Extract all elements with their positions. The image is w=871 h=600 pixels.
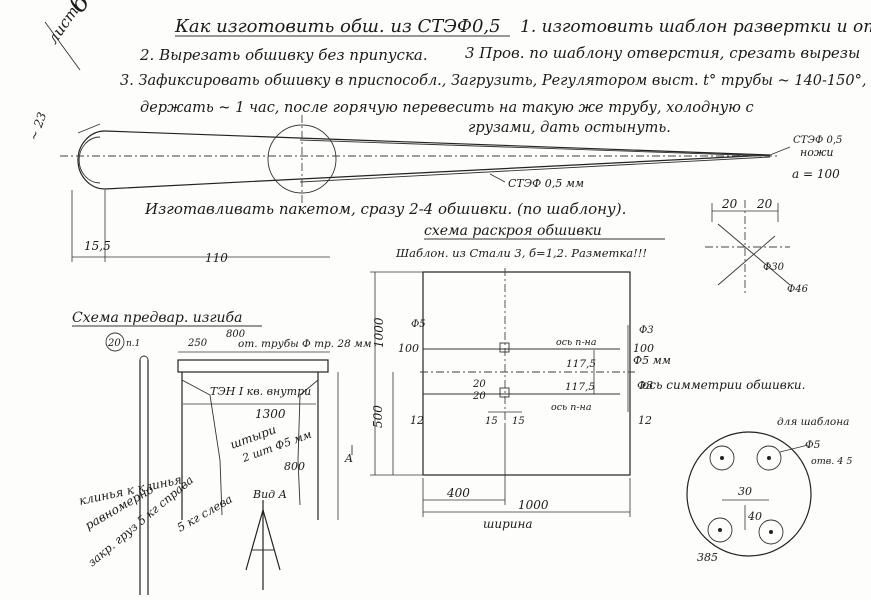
template-hole-center-2 xyxy=(767,456,771,460)
template-hole-center-1 xyxy=(720,456,724,460)
dim-400-label: 400 xyxy=(446,486,470,500)
dim-500-vertical: 500 xyxy=(371,405,385,428)
pipe-side-view-top xyxy=(139,355,149,361)
hole-detail-outer-d: Ф46 xyxy=(787,284,809,295)
ten-label: ТЭН I кв. внутри xyxy=(210,385,311,398)
a-dimension-label: a = 100 xyxy=(792,167,840,181)
hole-right-diameter-3: Ф3 xyxy=(637,379,653,392)
dim-20-a: 20 xyxy=(472,379,486,390)
dim-12-right: 12 xyxy=(638,414,652,427)
skin-left-bend xyxy=(181,379,223,516)
radius-label: ~ 23 xyxy=(26,110,49,143)
hole-right-diameter-2: Ф5 мм xyxy=(633,354,671,367)
notes-step3b: держать ~ 1 час, после горячую перевесит… xyxy=(140,100,754,116)
notes-step1: 1. изготовить шаблон развертки и отв. xyxy=(520,17,871,37)
template-dim-v-label: 40 xyxy=(747,510,762,523)
blank-inner-line-top xyxy=(299,139,771,157)
material-bottom-leader xyxy=(489,173,506,183)
lower-cutout xyxy=(499,387,510,398)
sheet-number-underline xyxy=(44,21,81,71)
hole-detail-inner-d: Ф30 xyxy=(763,262,785,273)
dim-1000-vertical: 1000 xyxy=(372,317,386,348)
dim-1300: 1300 xyxy=(255,407,286,421)
template-d-label: Ф5 xyxy=(805,439,821,451)
dim-15-label: 15,5 xyxy=(84,239,111,253)
dim-100-right: 100 xyxy=(633,342,654,355)
hole-left-diameter: Ф5 xyxy=(411,319,426,330)
symmetry-label: ось симметрии обшивки. xyxy=(642,378,805,392)
bending-marker-suffix: п.1 xyxy=(126,339,140,349)
dim-117-lower: 117,5 xyxy=(565,381,595,393)
material-top-label: СТЭФ 0,5 xyxy=(793,135,842,146)
hole-detail: 20 20 Ф30 Ф46 xyxy=(705,197,809,295)
lower-axis-label: ось п-на xyxy=(551,402,592,413)
dim-15-b: 15 xyxy=(512,416,525,427)
upper-cutout xyxy=(499,342,510,353)
dim-12-left: 12 xyxy=(410,414,424,427)
template-count-label: отв. 4 5 xyxy=(811,456,852,467)
sheet-outline xyxy=(422,271,631,476)
hole-right-diameter: Ф3 xyxy=(639,325,654,336)
bending-fixture: Схема предвар. изгиба 20 п.1 250 800 от.… xyxy=(72,310,372,595)
template-hole-center-4 xyxy=(769,530,773,534)
cutting-layout: схема раскроя обшивки Шаблон. из Стали 3… xyxy=(370,223,805,531)
blank-outline xyxy=(104,130,771,190)
blank-rounded-end xyxy=(77,130,106,190)
cutting-title: схема раскроя обшивки xyxy=(424,223,602,239)
batch-note: Изготавливать пакетом, сразу 2-4 обшивки… xyxy=(144,200,626,218)
hole-detail-dim-right: 20 xyxy=(756,197,773,211)
pipe-label: от. трубы Ф тр. 28 мм xyxy=(238,338,372,350)
template-d-leader xyxy=(779,444,809,453)
view-a-label: Вид А xyxy=(252,488,287,501)
dim-1000-width-label: 1000 xyxy=(518,498,549,512)
notes-step2a: 2. Вырезать обшивку без припуска. xyxy=(139,46,428,64)
width-label: ширина xyxy=(483,517,533,531)
dim-15-a: 15 xyxy=(485,416,498,427)
upper-axis-label: ось п-на xyxy=(556,337,597,348)
hole-template: 30 40 для шаблона Ф5 отв. 4 5 385 xyxy=(686,416,852,564)
dim-800-vertical: 800 xyxy=(284,460,305,473)
skin-right-bend xyxy=(297,379,319,506)
hole-detail-dim-left: 20 xyxy=(721,197,738,211)
cutting-subtitle: Шаблон. из Стали 3, б=1,2. Разметка!!! xyxy=(395,246,647,260)
notes-step2b: 3 Пров. по шаблону отверстия, срезать вы… xyxy=(465,44,860,62)
template-disk xyxy=(686,431,812,557)
template-hole-top-left xyxy=(709,445,735,471)
dim-250: 250 xyxy=(187,338,208,349)
template-hole-center-3 xyxy=(718,528,722,532)
hole-detail-diag-2 xyxy=(717,235,776,286)
material-top-label-2: ножи xyxy=(800,146,833,159)
template-hole-bottom-left xyxy=(707,517,733,543)
template-label: для шаблона xyxy=(777,416,849,428)
radius-leader xyxy=(77,123,101,134)
dim-117-upper: 117,5 xyxy=(566,358,596,370)
notes-step3c: грузами, дать остынуть. xyxy=(468,120,671,136)
dim-20-b: 20 xyxy=(472,391,486,402)
bending-marker: 20 xyxy=(107,338,121,349)
bending-marker-circle xyxy=(105,332,125,352)
dim-800: 800 xyxy=(226,329,246,340)
blank-inner-line-bottom xyxy=(299,156,771,183)
template-hole-top-right xyxy=(756,445,782,471)
dim-100-left: 100 xyxy=(398,342,419,355)
notes-step3a: 3. Зафиксировать обшивку в приспособл., … xyxy=(120,73,866,89)
dim-110-label: 110 xyxy=(205,251,228,265)
material-top-leader xyxy=(769,146,791,156)
manufacturing-notes: Как изготовить обш. из СТЭФ0,5 1. изгото… xyxy=(120,16,871,136)
blank-inner-edge xyxy=(78,136,101,184)
bending-title: Схема предвар. изгиба xyxy=(72,310,242,326)
blank-hole-circle xyxy=(267,124,337,194)
template-development: ~ 23 СТЭФ 0,5 ножи СТЭФ 0,5 мм a = 100 И… xyxy=(26,110,842,265)
template-hole-bottom-right xyxy=(758,519,784,545)
load-label-2: 5 кг слева xyxy=(175,492,235,535)
material-bottom-label: СТЭФ 0,5 мм xyxy=(508,177,584,190)
fixture-top-bar xyxy=(177,359,329,373)
template-385-label: 385 xyxy=(697,551,718,564)
view-arrow-label: A xyxy=(344,452,353,465)
template-dim-h-label: 30 xyxy=(738,485,752,498)
notes-title: Как изготовить обш. из СТЭФ0,5 xyxy=(174,16,501,37)
